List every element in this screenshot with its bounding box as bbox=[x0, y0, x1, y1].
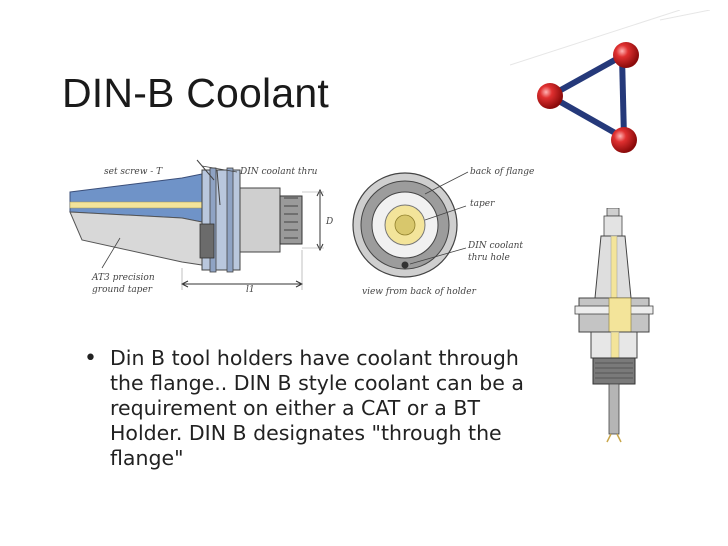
logo-edge bbox=[548, 53, 624, 99]
logo-ball bbox=[537, 83, 563, 109]
logo-ball bbox=[613, 42, 639, 68]
holder-side-view-figure: set screw - T DIN coolant thru D l1 AT3 … bbox=[69, 159, 333, 295]
logo-edge bbox=[619, 55, 627, 139]
label-din-coolant-2: thru hole bbox=[468, 253, 510, 263]
label-view: view from back of holder bbox=[362, 287, 477, 297]
label-d: D bbox=[325, 217, 333, 227]
label-back-of-flange: back of flange bbox=[470, 167, 534, 177]
holder-back-view-figure: back of flange taper DIN coolant thru ho… bbox=[352, 167, 534, 297]
bullet-list: Din B tool holders have coolant through … bbox=[84, 346, 554, 471]
logo-edge bbox=[548, 93, 626, 141]
slide-title: DIN-B Coolant bbox=[62, 70, 329, 116]
label-taper-2: ground taper bbox=[92, 285, 153, 295]
label-set-screw: set screw - T bbox=[104, 167, 163, 177]
bullet-item: Din B tool holders have coolant through … bbox=[84, 346, 554, 471]
label-l1: l1 bbox=[246, 285, 255, 295]
molecule-logo bbox=[510, 10, 710, 153]
label-taper: taper bbox=[470, 199, 495, 209]
vertical-holder-figure bbox=[574, 208, 654, 443]
logo-ball bbox=[611, 127, 637, 153]
label-taper-1: AT3 precision bbox=[91, 273, 155, 283]
label-coolant-thru: DIN coolant thru bbox=[239, 167, 318, 177]
label-din-coolant-1: DIN coolant bbox=[467, 241, 523, 251]
